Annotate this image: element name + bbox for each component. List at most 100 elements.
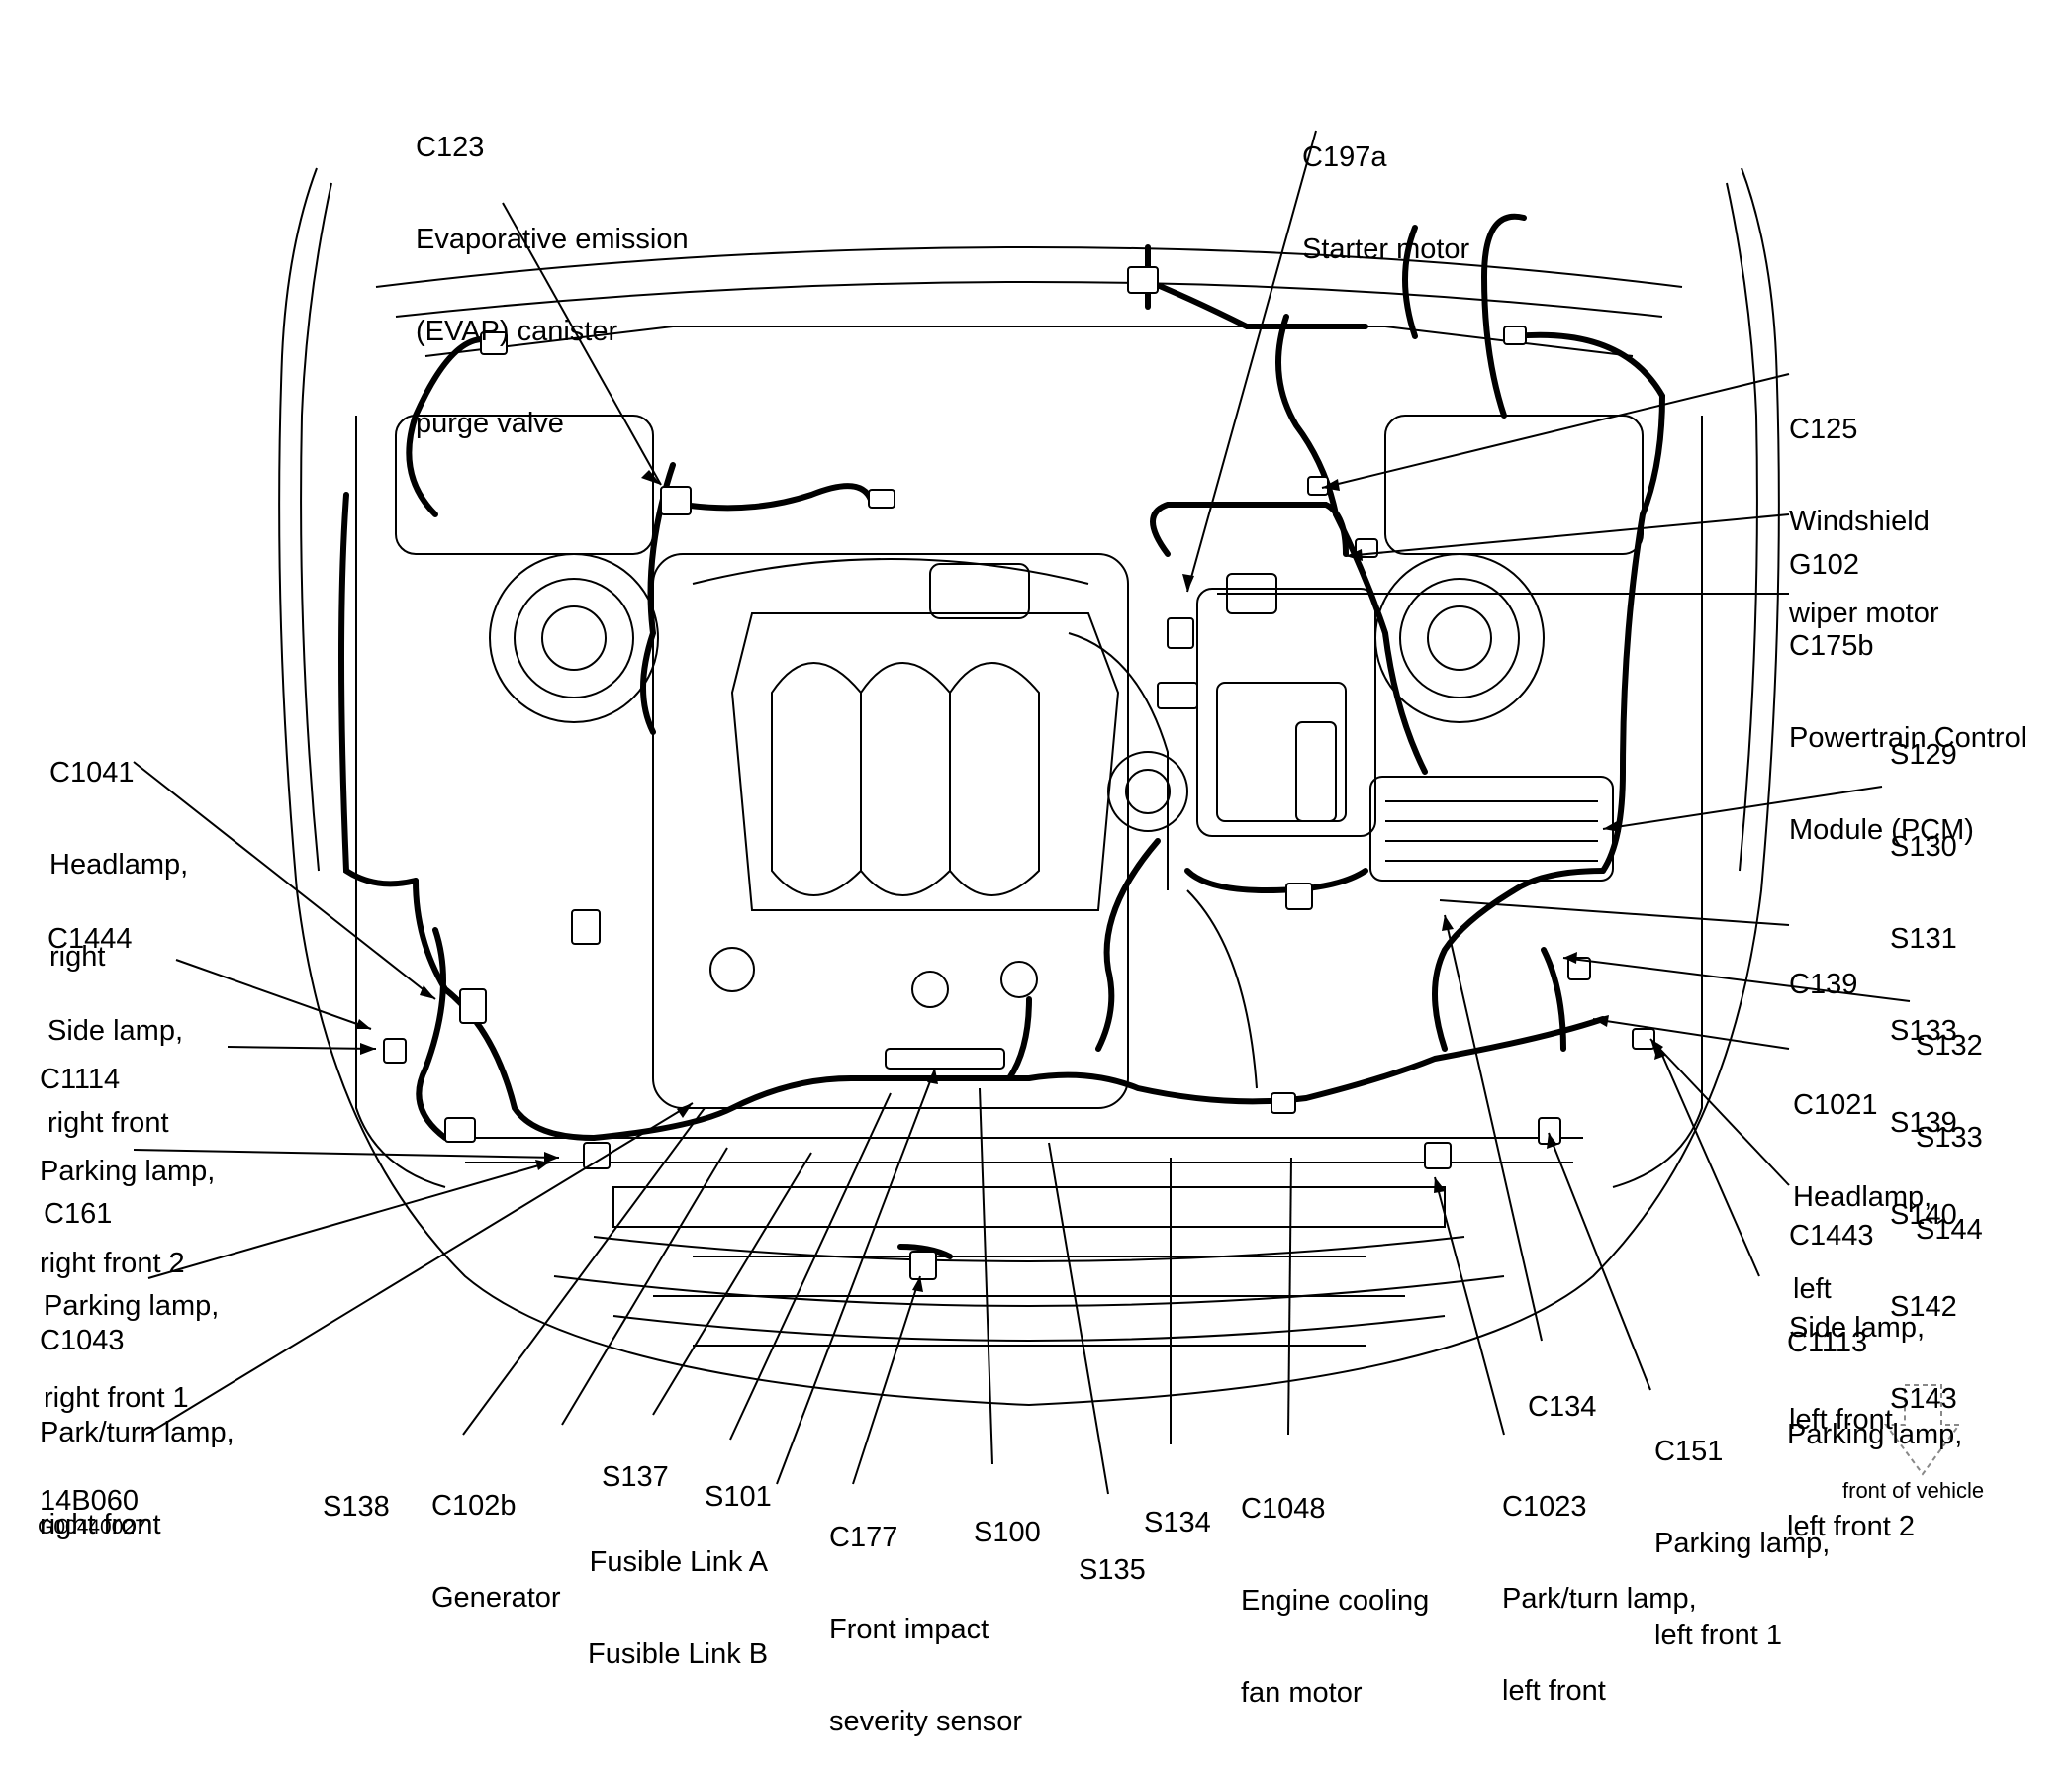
c125-desc-1: Windshield	[1789, 506, 1930, 537]
c1113-code: C1113	[1787, 1327, 1868, 1358]
pcm-splices-label: S129 S130 S131 S133 S139 S140 S142 S143	[1890, 679, 1957, 1445]
c1113-desc-2: left front 2	[1787, 1511, 1915, 1542]
front-of-vehicle-caption: front of vehicle	[1842, 1478, 1985, 1503]
c197a-desc: Starter motor	[1302, 233, 1470, 265]
fusible-link-b: Fusible Link B	[588, 1638, 769, 1670]
c1041-code: C1041	[49, 757, 135, 789]
vehicle-body-outline	[278, 167, 1780, 1407]
c161-desc-1: Parking lamp,	[44, 1290, 220, 1322]
wiring-harness	[338, 213, 1666, 1259]
c197a-label: C197a Starter motor	[1302, 81, 1469, 296]
c1041-label: C1041 Headlamp, right	[49, 697, 188, 1003]
c1048-desc-2: fan motor	[1241, 1677, 1363, 1709]
splice-s133-b: S133	[1916, 1122, 1983, 1154]
c134-label: C134	[1528, 1331, 1596, 1453]
g102-label: G102	[1789, 489, 1859, 611]
s135-label: S135	[1079, 1494, 1146, 1617]
s137-label: S137	[602, 1401, 669, 1524]
c1114-desc-1: Parking lamp,	[40, 1156, 216, 1187]
c161-code: C161	[44, 1198, 113, 1230]
splice-s139: S139	[1890, 1107, 1957, 1139]
splice-s131: S131	[1890, 923, 1957, 955]
c1043-desc-1: Park/turn lamp,	[40, 1417, 235, 1448]
c1021-desc-2: left	[1793, 1273, 1832, 1305]
c125-desc-2: wiper motor	[1789, 598, 1939, 629]
c1043-code: C1043	[40, 1325, 125, 1356]
c1113-desc-1: Parking lamp,	[1787, 1419, 1963, 1450]
radiator-support	[455, 1137, 1583, 1297]
part-14b060-code: 14B060	[40, 1485, 139, 1517]
engine-assembly	[652, 553, 1258, 1109]
c1041-desc-1: Headlamp,	[49, 849, 189, 881]
c151-desc-1: Parking lamp,	[1654, 1528, 1831, 1559]
part-14b060-label: 14B060	[40, 1425, 139, 1547]
c1023-desc-1: Park/turn lamp,	[1502, 1583, 1697, 1615]
c1444-desc-1: Side lamp,	[47, 1015, 184, 1047]
pcm-and-fusebox	[1196, 573, 1614, 882]
s135-code: S135	[1079, 1554, 1146, 1586]
front-arrow-icon	[1884, 1384, 1961, 1476]
c123-code: C123	[416, 132, 485, 163]
c197a-code: C197a	[1302, 141, 1387, 173]
c1048-code: C1048	[1241, 1493, 1326, 1525]
splice-s132: S132	[1916, 1030, 1983, 1062]
s101-code: S101	[705, 1481, 772, 1513]
c1048-desc-1: Engine cooling	[1241, 1585, 1430, 1617]
c175b-code: C175b	[1789, 630, 1874, 662]
c123-desc-1: Evaporative emission	[416, 224, 689, 255]
c1043-desc-2: right front	[40, 1509, 161, 1540]
diagram-id: G00440027	[38, 1516, 146, 1538]
c1443-desc-1: Side lamp,	[1789, 1312, 1926, 1344]
splice-s142: S142	[1890, 1291, 1957, 1323]
c102b-desc: Generator	[431, 1582, 561, 1614]
c1114-desc-2: right front 2	[40, 1248, 185, 1279]
s101-label: S101	[705, 1421, 772, 1543]
leader-lines	[133, 130, 1911, 1495]
c177-desc-1: Front impact	[829, 1614, 989, 1645]
c161-desc-2: right front 1	[44, 1382, 189, 1414]
engine-compartment-drawing	[133, 130, 1961, 1495]
c1443-label: C1443 Side lamp, left front	[1789, 1160, 1925, 1466]
c102b-code: C102b	[431, 1490, 517, 1522]
wiring-location-diagram: C123 Evaporative emission (EVAP) caniste…	[38, 71, 2026, 1737]
leader-arrowheads	[355, 470, 1665, 1292]
c134-code: C134	[1528, 1391, 1597, 1423]
c175b-desc-2: Module (PCM)	[1789, 814, 1974, 846]
s138-code: S138	[323, 1491, 390, 1523]
c1021-label: C1021 Headlamp, left	[1793, 1029, 1931, 1336]
c1021-code: C1021	[1793, 1089, 1878, 1121]
c151-code: C151	[1654, 1436, 1724, 1467]
c161-label: C161 Parking lamp, right front 1	[44, 1138, 219, 1444]
splice-s144: S144	[1916, 1214, 1983, 1246]
left-splices-label: S132 S133 S144	[1916, 970, 1983, 1276]
c1043-label: C1043 Park/turn lamp, right front	[40, 1264, 235, 1571]
c123-desc-2: (EVAP) canister	[416, 316, 618, 347]
c102b-label: C102b Generator	[431, 1430, 561, 1644]
s137-code: S137	[602, 1461, 669, 1493]
c177-label: C177 Front impact severity sensor	[829, 1461, 1022, 1768]
s100-label: S100	[974, 1456, 1041, 1579]
c1114-code: C1114	[40, 1064, 121, 1095]
c139-label: C139	[1789, 908, 1857, 1031]
splice-s129: S129	[1890, 739, 1957, 771]
c123-label: C123 Evaporative emission (EVAP) caniste…	[416, 71, 689, 470]
c177-desc-2: severity sensor	[829, 1706, 1023, 1737]
g102-code: G102	[1789, 549, 1859, 581]
splice-s130: S130	[1890, 831, 1957, 863]
s138-label: S138	[323, 1431, 390, 1553]
c175b-desc-1: Powertrain Control	[1789, 722, 2027, 754]
c125-code: C125	[1789, 414, 1858, 445]
c125-label: C125 Windshield wiper motor	[1789, 353, 1939, 660]
c1023-desc-2: left front	[1502, 1675, 1606, 1707]
s134-label: S134	[1144, 1446, 1211, 1569]
s100-code: S100	[974, 1517, 1041, 1548]
c1023-label: C1023 Park/turn lamp, left front	[1502, 1431, 1697, 1737]
c175b-label: C175b Powertrain Control Module (PCM)	[1789, 570, 2026, 877]
c1023-code: C1023	[1502, 1491, 1587, 1523]
c123-desc-3: purge valve	[416, 408, 564, 439]
c1048-label: C1048 Engine cooling fan motor	[1241, 1433, 1429, 1739]
c1443-code: C1443	[1789, 1220, 1874, 1252]
c1444-desc-2: right front	[47, 1107, 169, 1139]
splice-s133: S133	[1890, 1015, 1957, 1047]
c1444-label: C1444 Side lamp, right front	[47, 863, 183, 1169]
